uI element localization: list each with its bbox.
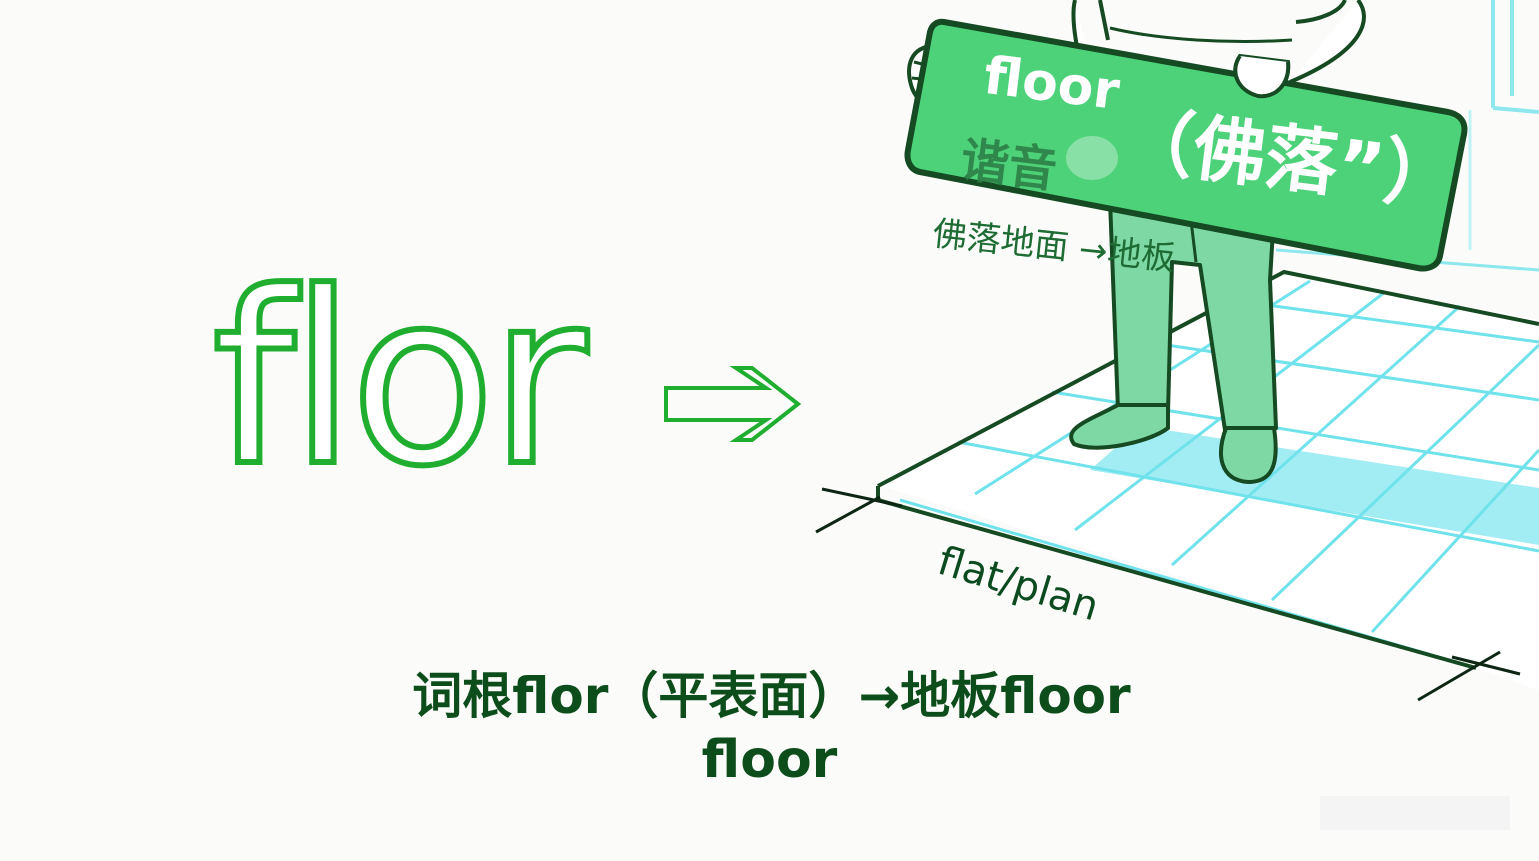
grid-floor <box>815 269 1539 702</box>
sign-board <box>904 18 1468 272</box>
caption-etymology: 词根flor（平表面）→地板floor <box>412 667 1131 725</box>
watermark-area <box>1320 796 1510 830</box>
caption-word: floor <box>701 730 838 790</box>
sign-xieyin-label: 谐音 <box>957 131 1060 200</box>
double-arrow-icon <box>664 366 802 442</box>
root-word: flor <box>209 242 590 519</box>
